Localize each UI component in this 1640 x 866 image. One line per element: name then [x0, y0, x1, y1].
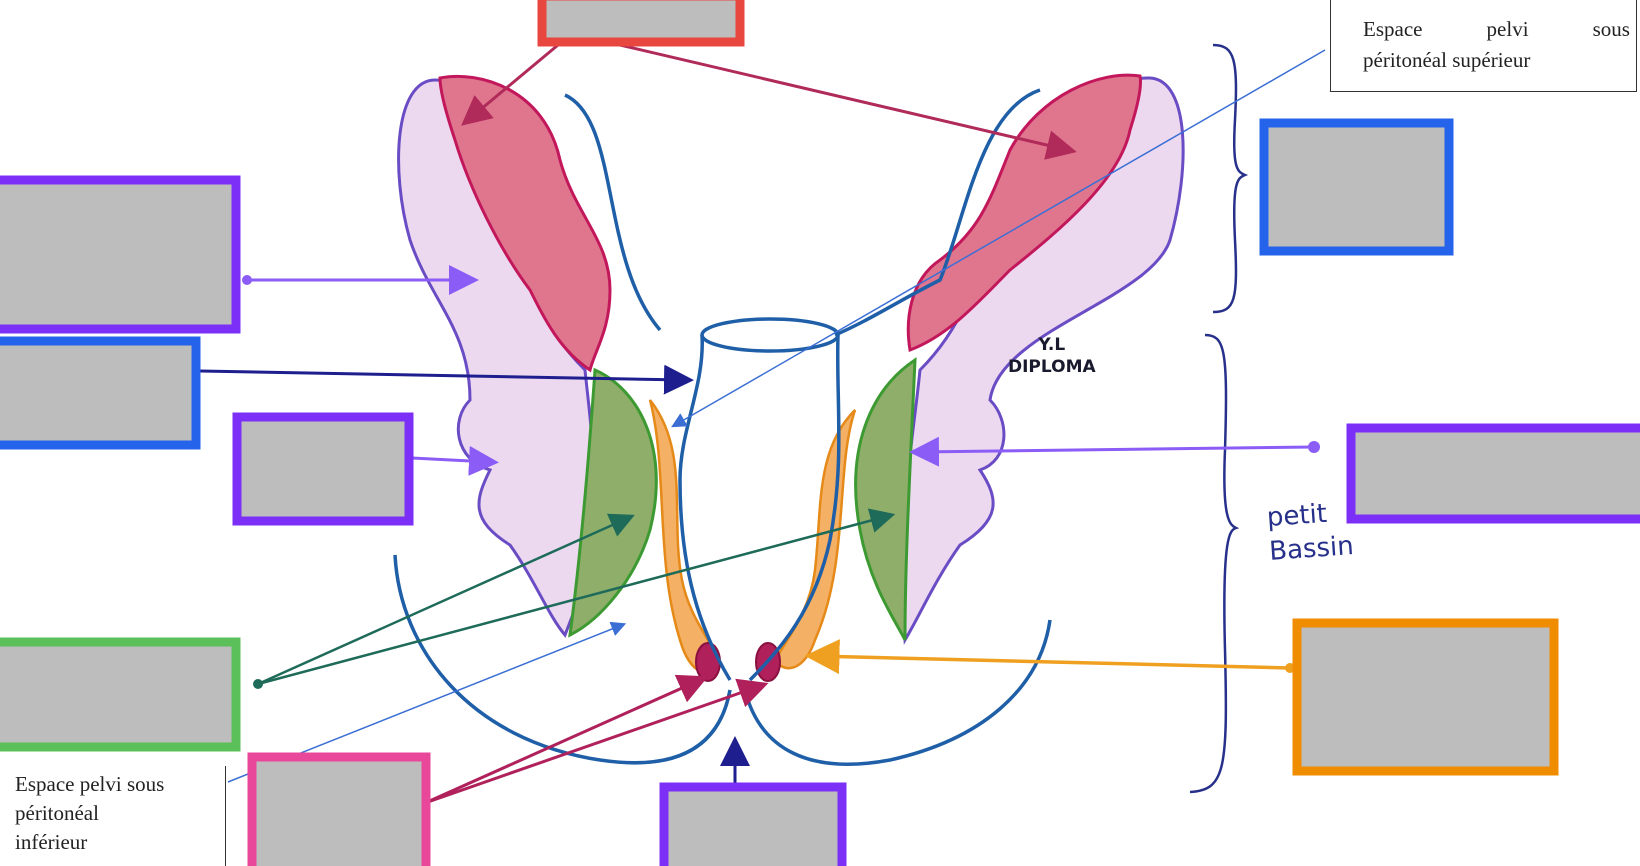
callout-upper-word2: pelvi	[1486, 17, 1529, 41]
right-levator-ani	[773, 409, 857, 670]
left-gland	[695, 642, 721, 682]
callout-lower-space: Espace pelvi sous péritonéal inférieur	[12, 766, 226, 866]
levator-ani	[648, 399, 857, 682]
callout-upper-line1: Espace pelvi sous	[1363, 14, 1630, 45]
callout-lower-line2: péritonéal	[15, 801, 99, 825]
arrow-red-right	[619, 43, 1077, 160]
left-canal-wall	[678, 334, 732, 681]
label-box-purple-left-middle[interactable]	[232, 412, 414, 526]
label-box-green-left[interactable]	[0, 637, 241, 752]
label-box-purple-right[interactable]	[1346, 423, 1640, 524]
arrow-purple-left-middle	[411, 445, 499, 476]
callout-upper-line2: péritonéal supérieur	[1363, 48, 1531, 72]
dot-purple-left-upper	[242, 275, 252, 285]
label-box-orange-right[interactable]	[1292, 618, 1559, 776]
label-box-blue-left[interactable]	[0, 336, 201, 450]
arrow-magenta-right	[424, 678, 769, 805]
right-iliac-muscle	[906, 73, 1142, 353]
braces	[1189, 43, 1249, 794]
callout-upper-space: Espace pelvi sous péritonéal supérieur	[1330, 0, 1637, 92]
arrow-red-left	[461, 43, 559, 126]
petit-bassin-label: petit Bassin	[1266, 495, 1355, 569]
author-signature: Y.L DIPLOMA	[1008, 334, 1096, 378]
left-peritoneum	[564, 93, 662, 332]
peritoneum-outline	[393, 88, 1052, 766]
upper-brace	[1212, 43, 1249, 314]
author-signature-line1: Y.L	[1038, 335, 1066, 355]
right-perineum	[743, 619, 1052, 766]
right-canal-wall	[748, 334, 841, 682]
arrow-teal-right	[257, 508, 896, 686]
right-peritoneum	[834, 88, 1041, 337]
left-perineum	[393, 554, 732, 765]
arrow-blue-upper-space	[671, 49, 1326, 428]
callout-lower-line3: inférieur	[15, 830, 88, 854]
right-obturator-muscle	[854, 357, 917, 641]
author-signature-line2: DIPLOMA	[1008, 357, 1096, 377]
label-box-red-top[interactable]	[537, 0, 745, 47]
label-box-pink-bottom[interactable]	[247, 752, 431, 866]
left-iliac-bone	[397, 74, 658, 638]
arrow-teal-left	[257, 513, 635, 686]
arrow-orange-right	[804, 639, 1291, 675]
right-iliac-bone	[854, 73, 1185, 645]
callout-upper-word1: Espace	[1363, 17, 1423, 41]
label-box-blue-right[interactable]	[1259, 118, 1454, 256]
arrow-navy-left	[199, 364, 694, 395]
label-box-purple-bottom[interactable]	[659, 782, 847, 866]
arrow-purple-right	[909, 436, 1315, 467]
callout-upper-word3: sous	[1592, 17, 1630, 41]
left-iliac-muscle	[438, 74, 612, 373]
bladder-rim	[700, 317, 840, 353]
lower-brace	[1189, 333, 1240, 794]
callout-lower-line1: Espace pelvi sous	[15, 772, 165, 796]
petit-bassin-line2: Bassin	[1268, 531, 1355, 567]
left-obturator-muscle	[568, 367, 658, 638]
arrow-magenta-left	[424, 674, 709, 805]
label-box-purple-left-upper[interactable]	[0, 175, 241, 334]
